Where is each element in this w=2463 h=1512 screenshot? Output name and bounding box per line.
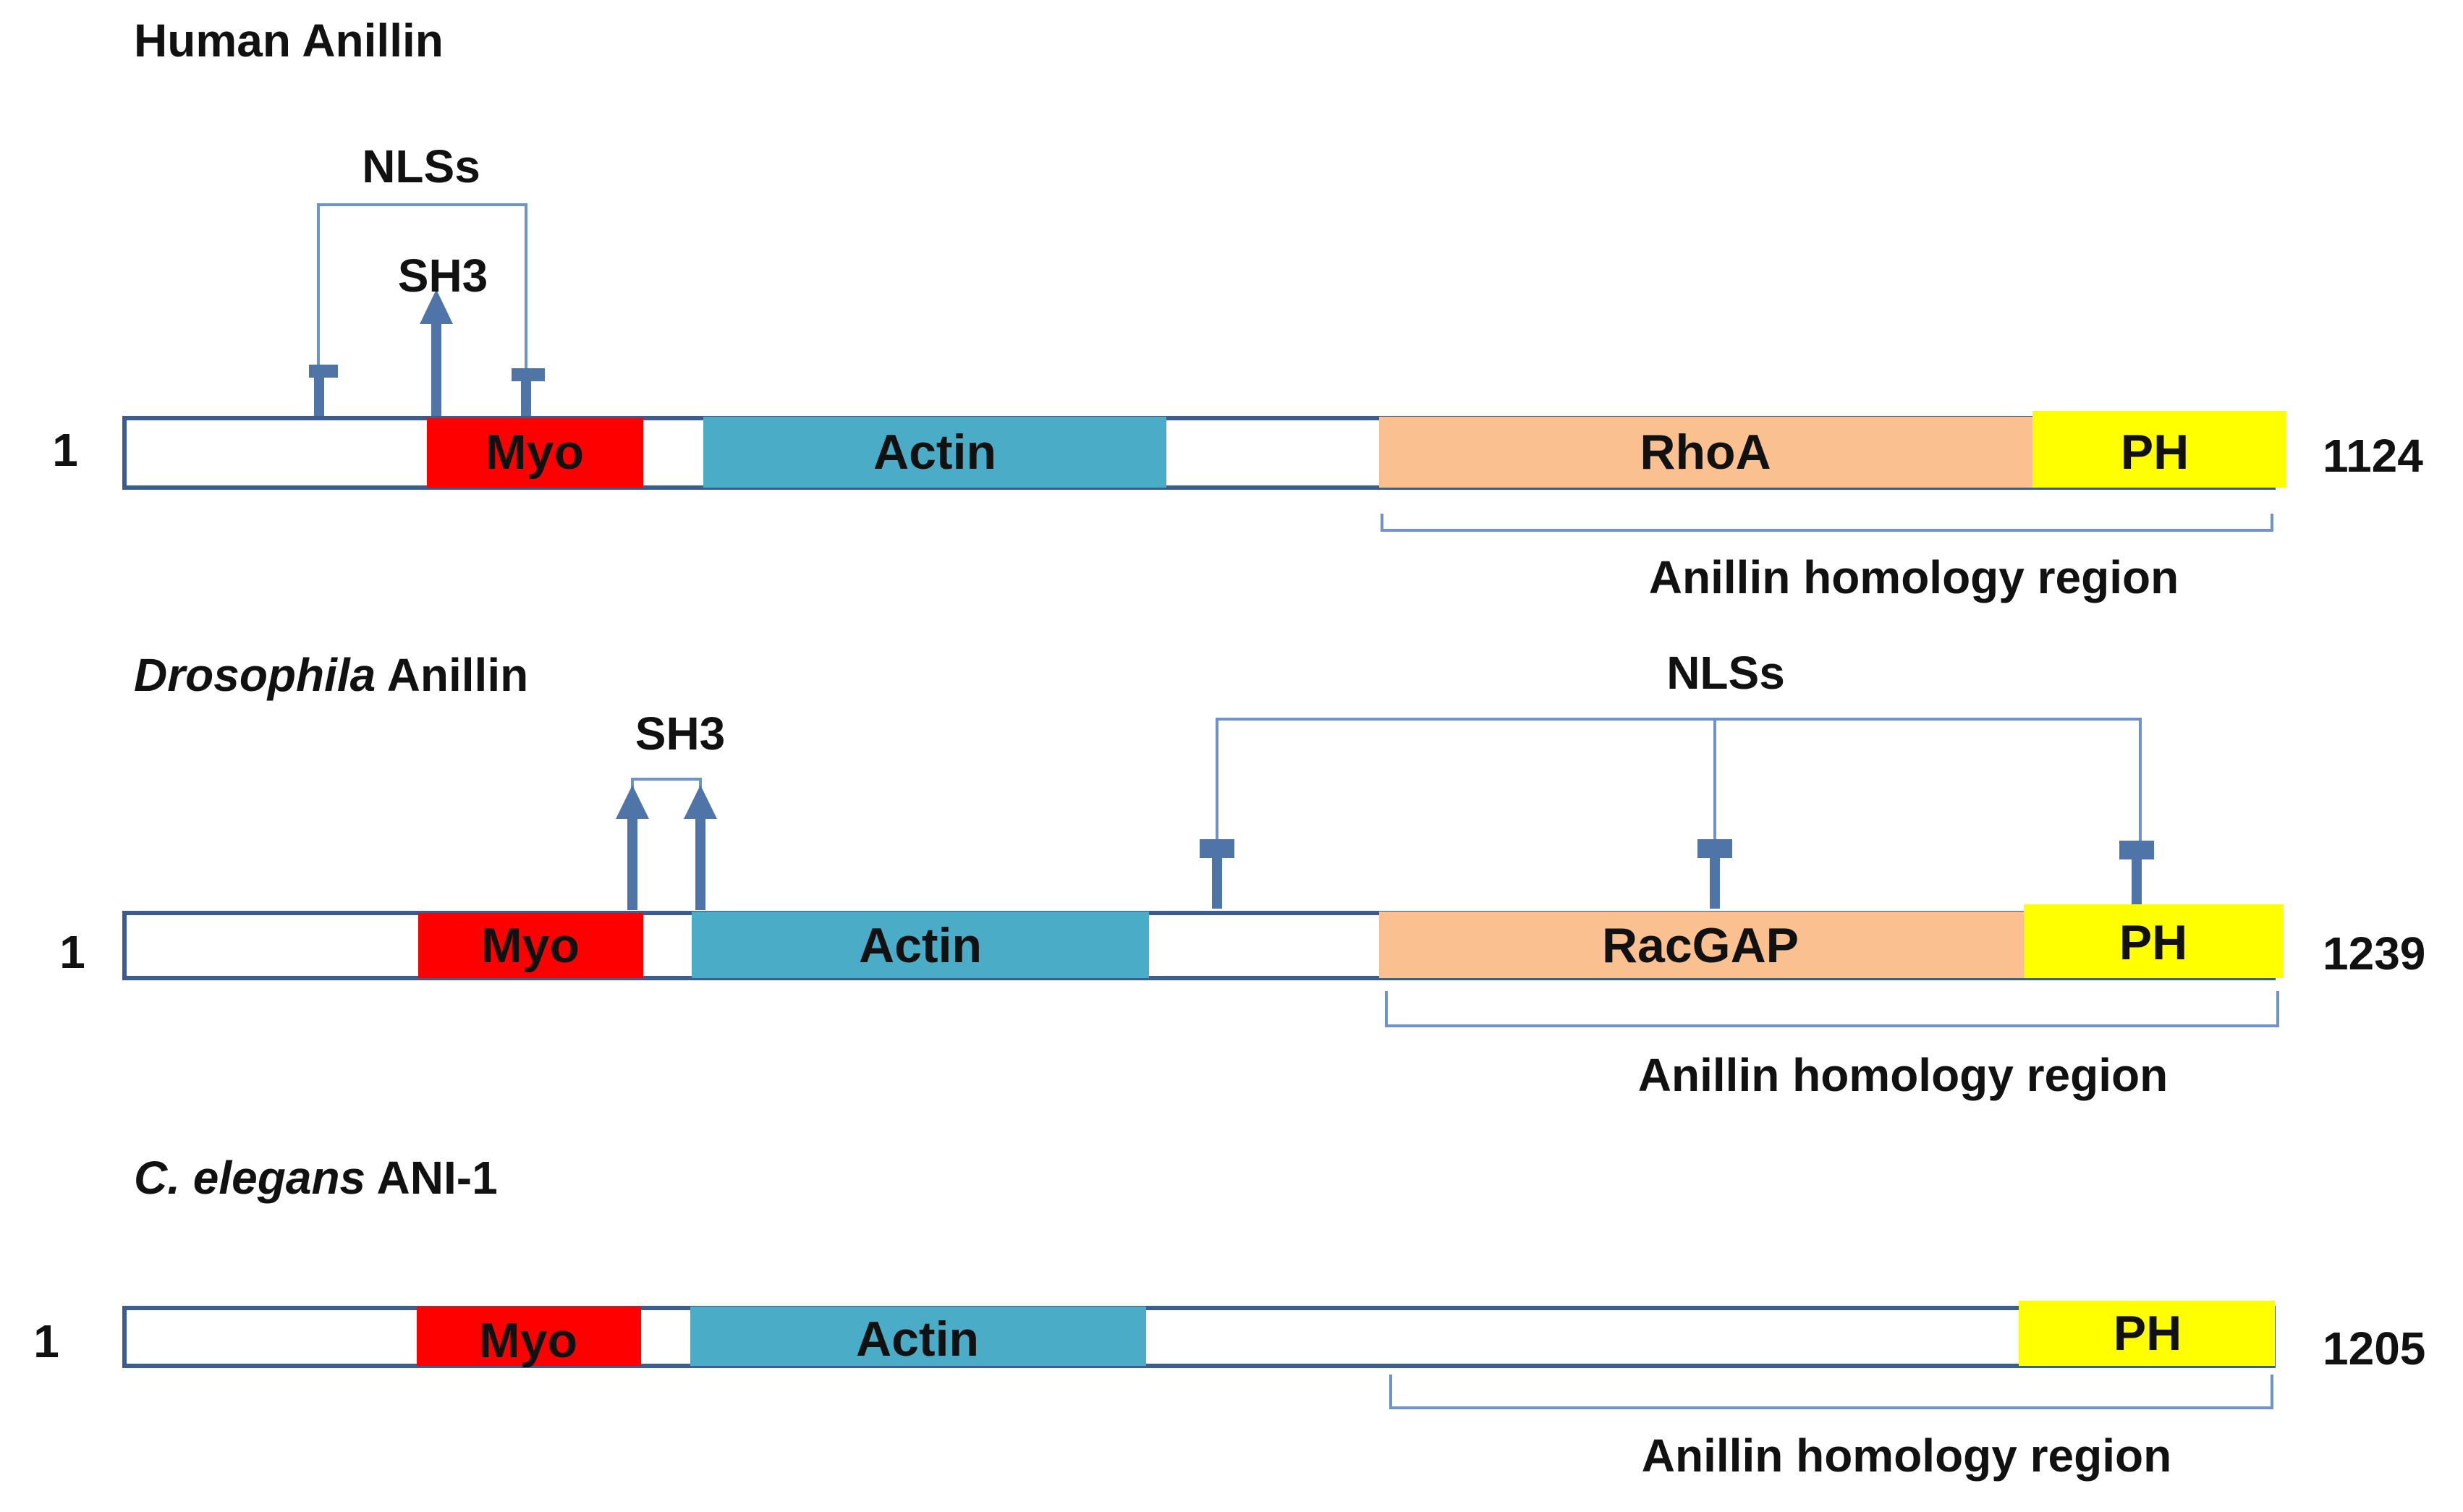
protein-c-elegans-ani1: C. elegans ANI-1 Myo Actin PH 1 1205 Ani… [33,1152,2425,1482]
domain-racgap-drosophila [1379,912,2024,978]
nls-label-human: NLSs [362,140,480,192]
domain-ph-drosophila [2024,904,2284,978]
nls-marker [309,365,338,418]
domain-actin-drosophila [692,912,1149,978]
domain-racgap-label: RacGAP [1602,918,1799,973]
nls-marker [1200,839,1234,909]
sh3-arrow-icon [616,785,649,910]
nls-bracket-drosophila [1216,718,2142,845]
domain-myo-human [427,418,643,488]
sh3-label-drosophila: SH3 [635,708,726,760]
sh3-bracket-drosophila [631,778,702,804]
domain-ph-label: PH [2121,425,2189,480]
start-residue-c-elegans: 1 [33,1315,59,1367]
protein-title-human: Human Anillin [134,14,444,67]
homology-region-label-c-elegans: Anillin homology region [1642,1430,2171,1482]
sh3-label-human: SH3 [398,250,488,302]
domain-actin-c-elegans [690,1307,1146,1366]
domain-actin-label: Actin [859,918,982,973]
sh3-arrow-icon [420,289,453,420]
domain-myo-label: Myo [479,1313,577,1368]
nls-label-drosophila: NLSs [1666,647,1785,699]
end-residue-c-elegans: 1205 [2323,1322,2425,1375]
domain-myo-c-elegans [417,1307,641,1366]
domain-ph-human [2032,411,2286,488]
end-residue-drosophila: 1239 [2323,927,2425,980]
protein-title-drosophila: Drosophila Anillin [134,649,528,701]
domain-rhoa-label: RhoA [1640,425,1771,480]
homology-bracket-drosophila [1385,991,2279,1027]
nls-marker [1697,839,1732,909]
homology-bracket-c-elegans [1389,1375,2273,1409]
domain-myo-label: Myo [486,425,584,480]
start-residue-drosophila: 1 [59,926,85,978]
domain-actin-label: Actin [873,425,996,480]
start-residue-human: 1 [52,424,78,476]
nls-marker [512,368,545,418]
homology-region-label-human: Anillin homology region [1649,551,2179,603]
end-residue-human: 1124 [2323,430,2423,482]
protein-human-anillin: Human Anillin NLSs SH3 Myo Actin R [52,14,2423,603]
domain-actin-human [703,417,1166,488]
sh3-arrow-icon [684,785,717,910]
nls-bracket-human [317,203,527,372]
domain-actin-label: Actin [856,1312,979,1367]
domain-ph-label: PH [2119,915,2187,970]
domain-rhoa-human [1379,417,2032,488]
homology-bracket-human [1381,514,2273,532]
protein-drosophila-anillin: Drosophila Anillin NLSs SH3 [59,647,2425,1101]
domain-myo-drosophila [418,913,643,978]
homology-region-label-drosophila: Anillin homology region [1638,1049,2168,1101]
domain-ph-c-elegans [2019,1301,2275,1366]
domain-ph-label: PH [2114,1306,2182,1361]
domain-myo-label: Myo [481,918,580,973]
protein-title-c-elegans: C. elegans ANI-1 [134,1152,498,1204]
nls-marker [2119,841,2154,913]
